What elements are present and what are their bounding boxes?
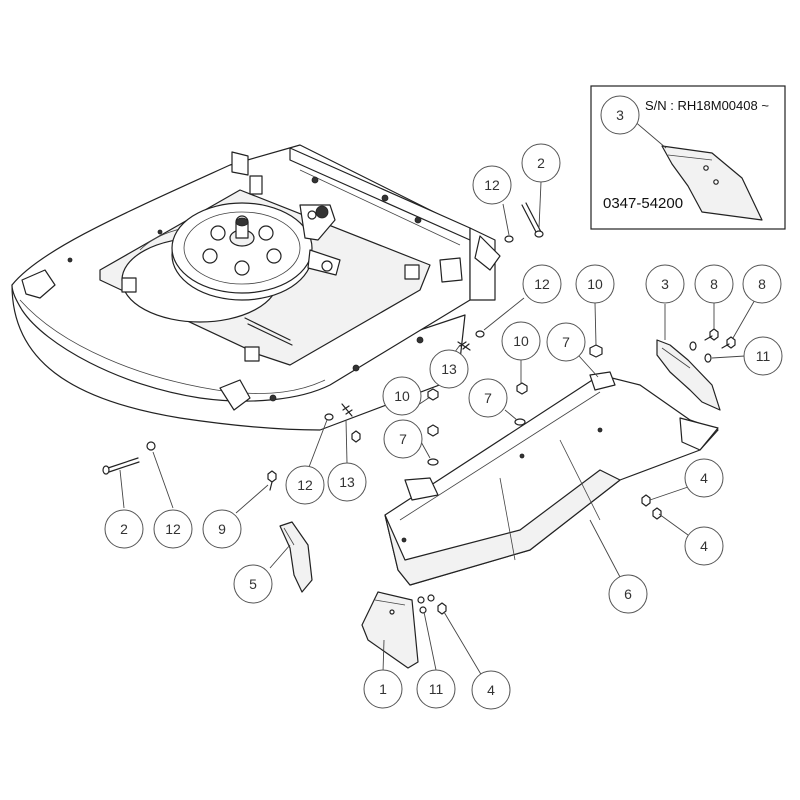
svg-text:10: 10	[513, 333, 529, 349]
svg-text:4: 4	[487, 682, 495, 698]
svg-text:8: 8	[758, 276, 766, 292]
callout-2-low: 2	[104, 509, 144, 549]
callout-1: 1	[363, 669, 403, 709]
callout-13-mid: 13	[429, 349, 469, 389]
bracket-part-5	[279, 521, 313, 593]
callout-4-low: 4	[471, 670, 511, 710]
callout-13-low: 13	[327, 462, 367, 502]
svg-text:13: 13	[339, 474, 355, 490]
svg-text:4: 4	[700, 470, 708, 486]
callout-8-a: 8	[694, 264, 734, 304]
callout-12-mid: 12	[522, 264, 562, 304]
svg-text:12: 12	[297, 477, 313, 493]
svg-text:6: 6	[624, 586, 632, 602]
callout-10-mid: 10	[501, 321, 541, 361]
callout-5: 5	[233, 564, 273, 604]
callout-bubbles: 2 12 12 10 3 8 8 11 10 7 13 10 7 7 12 13…	[104, 143, 783, 710]
svg-text:13: 13	[441, 361, 457, 377]
svg-text:2: 2	[120, 521, 128, 537]
deflector-plate-3	[656, 339, 721, 411]
callout-11-right: 11	[743, 336, 783, 376]
callout-10-left: 10	[382, 376, 422, 416]
svg-text:11: 11	[429, 681, 444, 697]
callout-6: 6	[608, 574, 648, 614]
svg-text:7: 7	[484, 390, 492, 406]
inset-callout-label: 3	[616, 107, 624, 123]
cover-plate-1	[361, 591, 419, 669]
svg-text:4: 4	[700, 538, 708, 554]
mower-deck	[11, 144, 501, 431]
callout-7-right: 7	[546, 322, 586, 362]
svg-text:12: 12	[534, 276, 550, 292]
callout-12-left: 12	[153, 509, 193, 549]
inset-box: S/N : RH18M00408 ~ 0347-54200 3	[590, 85, 786, 230]
callout-10-right: 10	[575, 264, 615, 304]
svg-text:1: 1	[379, 681, 387, 697]
svg-text:10: 10	[587, 276, 603, 292]
svg-text:7: 7	[399, 431, 407, 447]
callout-8-b: 8	[742, 264, 782, 304]
inset-plate	[661, 145, 763, 221]
svg-text:2: 2	[537, 155, 545, 171]
svg-text:3: 3	[661, 276, 669, 292]
svg-text:12: 12	[484, 177, 500, 193]
callout-4-b: 4	[684, 526, 724, 566]
callout-2-top: 2	[521, 143, 561, 183]
callout-3-right: 3	[645, 264, 685, 304]
callout-11-low: 11	[416, 669, 456, 709]
inset-serial: S/N : RH18M00408 ~	[645, 98, 769, 113]
svg-text:11: 11	[756, 348, 771, 364]
svg-text:7: 7	[562, 334, 570, 350]
small-parts	[102, 202, 736, 615]
inset-callout: 3	[600, 95, 640, 135]
svg-text:10: 10	[394, 388, 410, 404]
callout-9: 9	[202, 509, 242, 549]
svg-text:9: 9	[218, 521, 226, 537]
discharge-chute	[384, 371, 719, 586]
svg-text:8: 8	[710, 276, 718, 292]
callout-12-top: 12	[472, 165, 512, 205]
callout-7-left: 7	[383, 419, 423, 459]
svg-text:12: 12	[165, 521, 181, 537]
callout-7-mid: 7	[468, 378, 508, 418]
callout-12-low: 12	[285, 465, 325, 505]
inset-part-number: 0347-54200	[603, 195, 683, 212]
callout-4-a: 4	[684, 458, 724, 498]
svg-text:5: 5	[249, 576, 257, 592]
